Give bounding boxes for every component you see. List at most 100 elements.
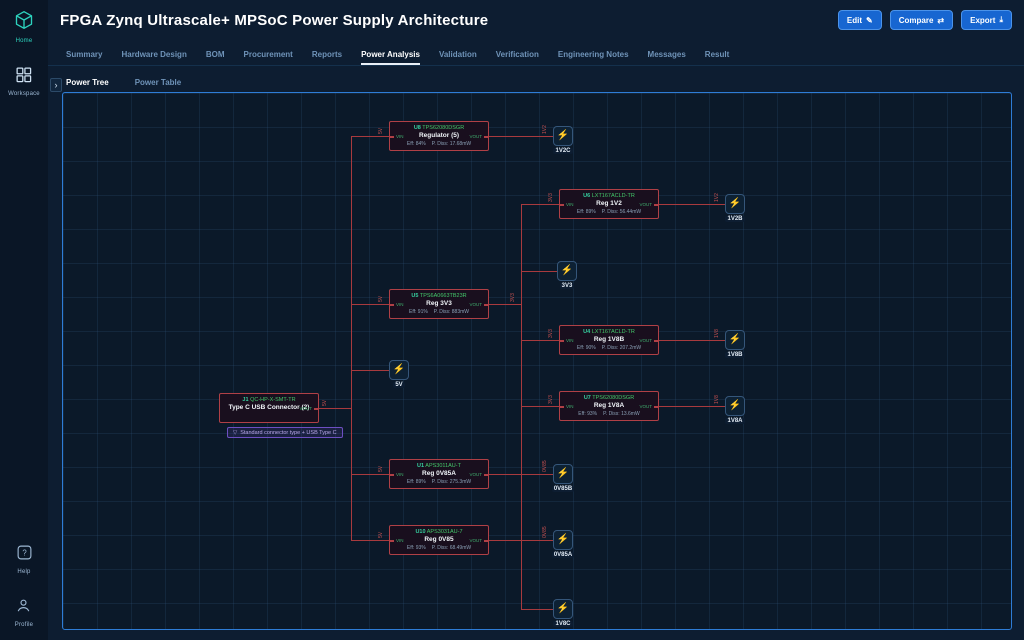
load-node-0v85b[interactable]: ⚡ 0V85B bbox=[548, 464, 578, 492]
regulator-title: U7 TPS62080DSGR bbox=[560, 395, 658, 401]
connector-filter-badge[interactable]: ▽ Standard connector type + USB Type C bbox=[227, 427, 343, 438]
net-label: 3V3 bbox=[548, 395, 554, 404]
regulator-name: Reg 0V85A bbox=[422, 470, 456, 477]
connector-node[interactable]: J1 QC-HP-X-SMT-TR Type C USB Connector (… bbox=[219, 393, 319, 423]
load-node-1v2b[interactable]: ⚡ 1V2B bbox=[720, 194, 750, 222]
net-label: 3V3 bbox=[548, 193, 554, 202]
sidebar-item-label: Help bbox=[17, 569, 31, 575]
regulator-stats: Eff: 84% P. Diss: 17.68mW bbox=[390, 141, 488, 147]
tab-engineering-notes[interactable]: Engineering Notes bbox=[557, 50, 629, 59]
load-label: 5V bbox=[393, 382, 405, 388]
tab-verification[interactable]: Verification bbox=[495, 50, 539, 59]
vin-pin-label: VIN bbox=[396, 302, 404, 307]
wire bbox=[351, 540, 389, 541]
load-node-1v8a[interactable]: ⚡ 1V8A bbox=[720, 396, 750, 424]
wire bbox=[521, 609, 553, 610]
sidebar-item-workspace[interactable]: Workspace bbox=[8, 66, 40, 97]
load-node-0v85a[interactable]: ⚡ 0V85A bbox=[548, 530, 578, 558]
tab-procurement[interactable]: Procurement bbox=[243, 50, 293, 59]
regulator-node-u8[interactable]: U8 TPS62080DSGR Regulator (5) Eff: 84% P… bbox=[389, 121, 489, 151]
vout-pin-label: VOUT bbox=[469, 538, 482, 543]
sidebar-item-home[interactable]: Home bbox=[14, 10, 34, 44]
load-tile: ⚡ bbox=[553, 126, 573, 146]
dissipation-value: P. Diss: 275.3mW bbox=[431, 479, 472, 485]
edit-button[interactable]: Edit ✎ bbox=[837, 10, 882, 30]
load-tile: ⚡ bbox=[389, 360, 409, 380]
main-tab-bar: Summary Hardware Design BOM Procurement … bbox=[48, 42, 1024, 66]
regulator-part: LXT167ACLD-TR bbox=[591, 193, 635, 199]
sidebar-item-help[interactable]: ? Help bbox=[16, 544, 33, 575]
badge-text: Standard connector type + USB Type C bbox=[240, 429, 337, 436]
filter-icon: ▽ bbox=[233, 429, 238, 436]
connector-name: Type C USB Connector (2) bbox=[228, 404, 310, 411]
tab-reports[interactable]: Reports bbox=[311, 50, 343, 59]
load-node-1v2c[interactable]: ⚡ 1V2C bbox=[548, 126, 578, 154]
vin-pin-label: VIN bbox=[566, 338, 574, 343]
regulator-ref: U1 bbox=[417, 463, 425, 469]
vin-pin-label: VIN bbox=[566, 202, 574, 207]
help-icon: ? bbox=[16, 544, 33, 566]
tab-summary[interactable]: Summary bbox=[66, 50, 103, 59]
wire bbox=[521, 406, 559, 407]
connector-ref: J1 bbox=[242, 397, 249, 403]
bolt-icon: ⚡ bbox=[556, 534, 570, 545]
collapse-panel-button[interactable]: › bbox=[50, 78, 62, 92]
tab-bom[interactable]: BOM bbox=[205, 50, 225, 59]
subtab-power-tree[interactable]: Power Tree bbox=[66, 77, 109, 87]
load-tile: ⚡ bbox=[553, 530, 573, 550]
net-label: 5V bbox=[378, 465, 384, 472]
net-label: 5V bbox=[378, 531, 384, 538]
subtab-power-table[interactable]: Power Table bbox=[134, 77, 182, 87]
sidebar-item-profile[interactable]: Profile bbox=[15, 597, 33, 628]
regulator-title: U1 APS3011AU-T bbox=[390, 463, 488, 469]
vout-pin bbox=[484, 540, 489, 542]
wire bbox=[351, 474, 389, 475]
regulator-title: U5 TPS6A0663TB23R bbox=[390, 293, 488, 299]
efficiency-value: Eff: 90% bbox=[576, 345, 596, 351]
regulator-stats: Eff: 89% P. Diss: 275.3mW bbox=[390, 479, 488, 485]
regulator-ref: U7 bbox=[583, 395, 591, 401]
regulator-stats: Eff: 89% P. Diss: 56.44mW bbox=[560, 209, 658, 215]
power-tree-canvas[interactable]: 5V 1V2 3V3 1V2 5V 3V3 3V3 1V8 3V3 1V8 5V… bbox=[62, 92, 1012, 630]
tab-result[interactable]: Result bbox=[704, 50, 730, 59]
load-node-1v8c[interactable]: ⚡ 1V8C bbox=[548, 599, 578, 627]
load-node-3v3[interactable]: ⚡ 3V3 bbox=[552, 261, 582, 289]
load-label: 1V2B bbox=[725, 216, 745, 222]
regulator-node-u7[interactable]: U7 TPS62080DSGR Reg 1V8A Eff: 93% P. Dis… bbox=[559, 391, 659, 421]
edit-button-label: Edit bbox=[846, 15, 863, 25]
load-label: 1V8B bbox=[725, 352, 745, 358]
vin-pin bbox=[389, 136, 394, 138]
net-label: 5V bbox=[378, 127, 384, 134]
regulator-part: APS3011AU-T bbox=[425, 463, 461, 469]
wire bbox=[659, 340, 725, 341]
regulator-part: TPS62080DSGR bbox=[422, 125, 465, 131]
regulator-ref: U10 bbox=[415, 529, 426, 535]
wire bbox=[351, 136, 389, 137]
wire bbox=[351, 370, 389, 371]
grid-icon bbox=[15, 66, 32, 88]
regulator-node-u1[interactable]: U1 APS3011AU-T Reg 0V85A Eff: 89% P. Dis… bbox=[389, 459, 489, 489]
regulator-node-u5[interactable]: U5 TPS6A0663TB23R Reg 3V3 Eff: 91% P. Di… bbox=[389, 289, 489, 319]
load-tile: ⚡ bbox=[725, 396, 745, 416]
tab-messages[interactable]: Messages bbox=[647, 50, 686, 59]
compare-button[interactable]: Compare ⇄ bbox=[889, 10, 954, 30]
regulator-node-u10[interactable]: U10 APS3031AU-7 Reg 0V85 Eff: 93% P. Dis… bbox=[389, 525, 489, 555]
vout-pin-label: VOUT bbox=[469, 302, 482, 307]
bolt-icon: ⚡ bbox=[556, 603, 570, 614]
tab-hardware-design[interactable]: Hardware Design bbox=[121, 50, 187, 59]
regulator-node-u6[interactable]: U6 LXT167ACLD-TR Reg 1V2 Eff: 89% P. Dis… bbox=[559, 189, 659, 219]
wire bbox=[489, 304, 521, 305]
load-node-5v[interactable]: ⚡ 5V bbox=[384, 360, 414, 388]
regulator-node-u4[interactable]: U4 LXT167ACLD-TR Reg 1V8B Eff: 90% P. Di… bbox=[559, 325, 659, 355]
vin-pin bbox=[559, 204, 564, 206]
vin-pin-label: VIN bbox=[566, 404, 574, 409]
export-button[interactable]: Export ⤓ bbox=[961, 10, 1012, 30]
load-node-1v8b[interactable]: ⚡ 1V8B bbox=[720, 330, 750, 358]
efficiency-value: Eff: 93% bbox=[578, 411, 598, 417]
vout-pin bbox=[484, 136, 489, 138]
tab-power-analysis[interactable]: Power Analysis bbox=[361, 45, 420, 65]
efficiency-value: Eff: 93% bbox=[406, 545, 426, 551]
page-title: FPGA Zynq Ultrascale+ MPSoC Power Supply… bbox=[60, 11, 489, 29]
load-label: 1V8A bbox=[725, 418, 745, 424]
tab-validation[interactable]: Validation bbox=[438, 50, 477, 59]
